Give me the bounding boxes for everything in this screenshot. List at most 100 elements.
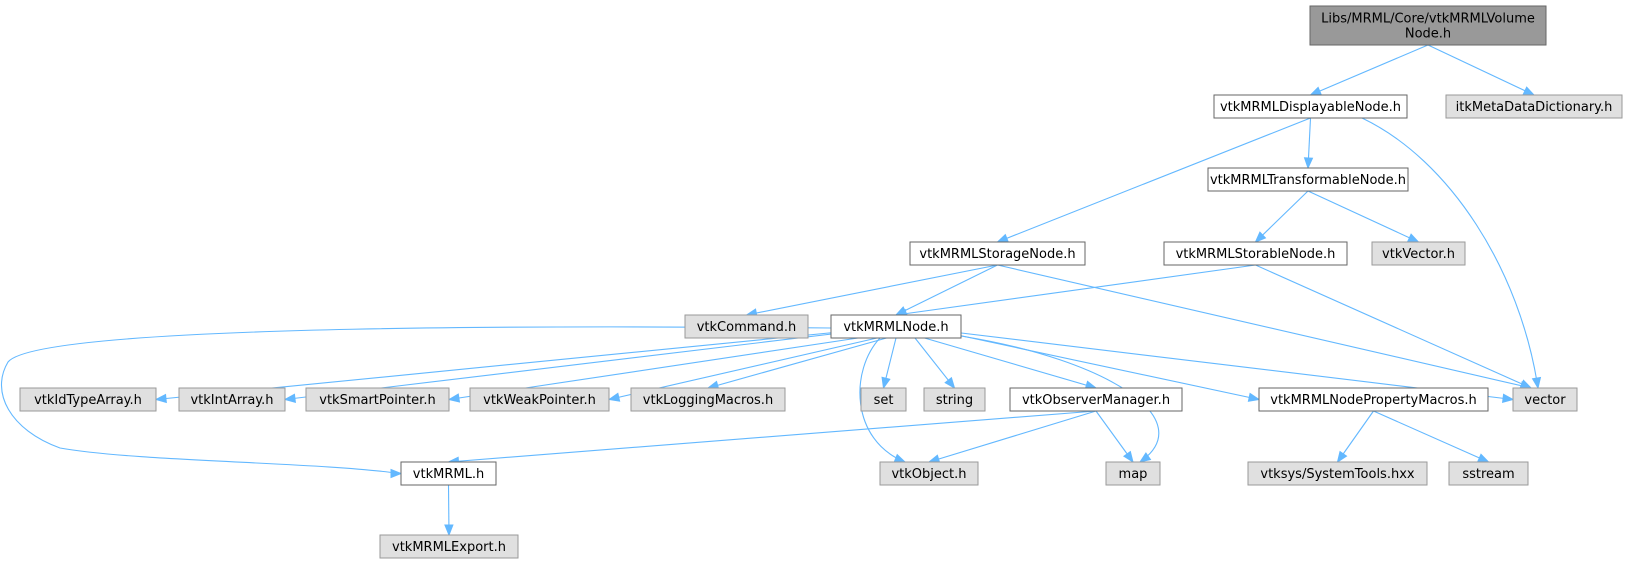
edge-transformable-to-vtkvector [1307, 190, 1420, 243]
node-systools: vtksys/SystemTools.hxx [1247, 461, 1428, 486]
edge-displayable-to-transformable [1303, 117, 1314, 170]
edge-arrowhead [1138, 452, 1152, 463]
edge-arrowhead [607, 392, 621, 402]
edge-line [1373, 410, 1489, 463]
edge-observer-to-mrml [447, 410, 1097, 466]
node-label: vector [1524, 393, 1566, 408]
node-label: vtkMRMLStorageNode.h [919, 247, 1075, 262]
edge-line [928, 410, 1097, 463]
edge-line [924, 337, 1097, 389]
edge-line [448, 410, 1097, 463]
node-itkmeta: itkMetaDataDictionary.h [1445, 94, 1623, 119]
edge-displayable-to-vector [1361, 117, 1542, 390]
node-box [379, 534, 519, 559]
edge-arrowhead [944, 376, 956, 390]
edge-line [1255, 264, 1532, 389]
edge-arrowhead [283, 393, 296, 403]
edge-line [997, 264, 1532, 389]
node-box [1207, 167, 1409, 192]
edge-arrowhead [1254, 231, 1267, 243]
node-box [178, 387, 286, 412]
edge-mrmlnode-to-mrml [0, 326, 832, 479]
node-idtype: vtkIdTypeArray.h [19, 387, 157, 412]
edge-line [943, 331, 1260, 401]
edge-arrowhead [1303, 157, 1314, 170]
node-label: map [1119, 467, 1148, 482]
node-label: vtkSmartPointer.h [319, 393, 435, 408]
node-label: vtkMRMLNodePropertyMacros.h [1270, 393, 1476, 408]
node-label: vtkMRMLStorableNode.h [1176, 247, 1336, 262]
node-label: vtkIdTypeArray.h [34, 393, 142, 408]
edge-line [1361, 117, 1539, 389]
node-box [1258, 387, 1489, 412]
node-box [923, 387, 986, 412]
node-box [469, 387, 610, 412]
edge-propmacros-to-sstream [1373, 410, 1490, 463]
edge-mrml-to-mrmlexport [444, 484, 454, 537]
edge-observer-to-map [1095, 410, 1134, 464]
edge-arrowhead [893, 453, 907, 463]
edge-line [895, 264, 1256, 316]
edge-line [997, 117, 1311, 243]
node-box [1309, 5, 1547, 46]
node-label: vtkVector.h [1382, 247, 1455, 262]
edge-arrowhead [447, 393, 461, 403]
node-smartptr: vtkSmartPointer.h [305, 387, 450, 412]
node-box [1105, 461, 1161, 486]
node-label: vtkCommand.h [697, 320, 797, 335]
edge-line [895, 264, 998, 316]
node-label: string [936, 393, 973, 408]
node-box [860, 387, 907, 412]
edge-line [746, 264, 998, 316]
edge-arrowhead [1309, 86, 1323, 96]
edge-line [707, 337, 887, 389]
node-mrmlnode[interactable]: vtkMRMLNode.h [830, 314, 962, 339]
edge-propmacros-to-systools [1336, 410, 1374, 464]
node-string: string [923, 387, 986, 412]
node-label: vtkMRML.h [413, 467, 484, 482]
node-box [630, 387, 786, 412]
edge-transformable-to-storable [1254, 190, 1309, 243]
edge-arrowhead [1406, 233, 1420, 243]
node-mrml[interactable]: vtkMRML.h [400, 461, 497, 486]
node-observer[interactable]: vtkObserverManager.h [1009, 387, 1183, 412]
node-mrmlexport: vtkMRMLExport.h [379, 534, 519, 559]
edge-storage-to-vtkcommand [745, 264, 998, 318]
edge-line [1095, 410, 1134, 463]
edge-arrowhead [1336, 450, 1348, 464]
node-storage[interactable]: vtkMRMLStorageNode.h [909, 241, 1086, 266]
edge-mrmlnode-to-string [914, 337, 956, 390]
edge-storable-to-mrmlnode [894, 264, 1256, 319]
edge-arrowhead [154, 393, 167, 404]
edge-line [1310, 44, 1429, 96]
node-label: vtksys/SystemTools.hxx [1260, 467, 1415, 482]
node-weakptr: vtkWeakPointer.h [469, 387, 610, 412]
edge-arrowhead [996, 233, 1010, 243]
node-label: set [874, 393, 894, 408]
node-storable[interactable]: vtkMRMLStorableNode.h [1163, 241, 1348, 266]
node-label: Libs/MRML/Core/vtkMRMLVolume [1321, 12, 1535, 27]
node-box [1009, 387, 1183, 412]
node-box [830, 314, 962, 339]
node-label: vtkLoggingMacros.h [643, 393, 773, 408]
node-box [1247, 461, 1428, 486]
edge-arrowhead [1476, 453, 1490, 463]
edge-line [0, 326, 832, 475]
node-label: vtkMRMLExport.h [392, 540, 506, 555]
node-transformable[interactable]: vtkMRMLTransformableNode.h [1207, 167, 1409, 192]
node-box [1445, 94, 1623, 119]
node-label: vtkWeakPointer.h [483, 393, 596, 408]
node-box [1213, 94, 1408, 119]
node-box [1512, 387, 1578, 412]
node-vtkcommand: vtkCommand.h [684, 314, 809, 339]
edge-arrowhead [881, 376, 891, 390]
edge-mrmlnode-to-propmacros [943, 331, 1261, 402]
node-propmacros[interactable]: vtkMRMLNodePropertyMacros.h [1258, 387, 1489, 412]
node-label: Node.h [1405, 27, 1451, 42]
edge-arrowhead [1122, 450, 1134, 464]
node-logging: vtkLoggingMacros.h [630, 387, 786, 412]
node-displayable[interactable]: vtkMRMLDisplayableNode.h [1213, 94, 1408, 119]
